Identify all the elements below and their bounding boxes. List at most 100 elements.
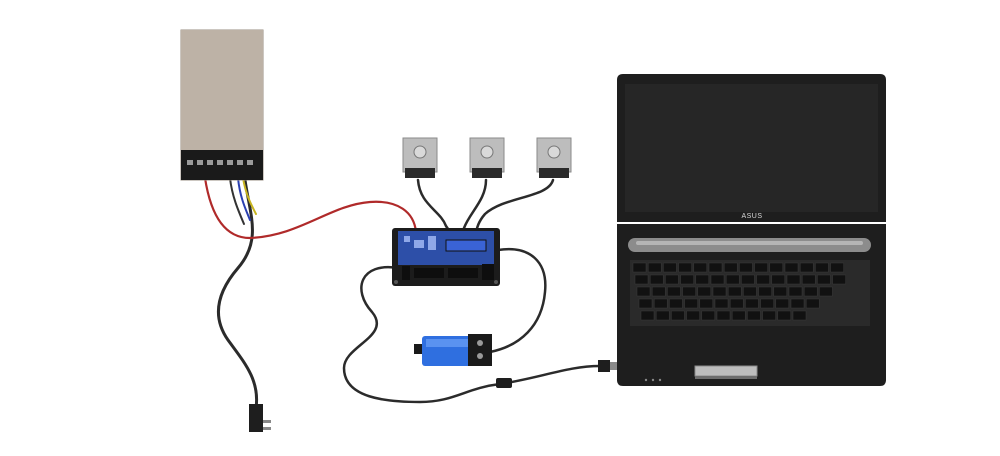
keyboard-key (655, 310, 670, 321)
keyboard-key (653, 298, 668, 309)
laptop: ASUS (617, 74, 886, 386)
terminal-screws (187, 160, 253, 165)
laptop-logo: ASUS (741, 213, 762, 220)
keyboard-key (803, 286, 818, 297)
keyboard-key (636, 286, 651, 297)
motor-shaft (547, 145, 561, 159)
keyboard-key (817, 274, 831, 285)
keyboard-key (760, 298, 774, 309)
keyboard-key (697, 286, 712, 297)
pendant-module (414, 334, 492, 366)
keyboard-key (723, 262, 738, 273)
keyboard-key (769, 262, 784, 273)
keyboard-key (741, 274, 755, 285)
keyboard-key (684, 298, 698, 309)
keyboard-key (777, 310, 792, 321)
keyboard-key (775, 298, 790, 309)
controller-pendant-cable (488, 247, 547, 354)
keyboard-key (651, 286, 666, 297)
keyboard-key (708, 262, 723, 273)
keyboard-key (678, 262, 692, 273)
touchpad (694, 365, 758, 377)
pendant-port (477, 353, 483, 359)
keyboard-key (771, 274, 786, 285)
keyboard-key (743, 286, 757, 297)
keyboard-key (712, 286, 727, 297)
motor-shaft (480, 145, 494, 159)
keyboard-keys (632, 262, 846, 321)
keyboard-key (701, 310, 716, 321)
keyboard-key (832, 274, 846, 285)
keyboard-key (716, 310, 731, 321)
keyboard-key (805, 298, 820, 309)
keyboard-key (801, 274, 816, 285)
keyboard-key (815, 262, 829, 273)
motor-shaft (413, 145, 427, 159)
keyboard-key (788, 286, 803, 297)
usb-plug (598, 360, 618, 372)
keyboard-key (686, 310, 700, 321)
keyboard-key (792, 310, 807, 321)
controller-chips (404, 236, 436, 250)
motor-cable-3 (474, 178, 555, 238)
keyboard-key (762, 310, 776, 321)
mount-hole (394, 280, 398, 284)
stepper-motor-3 (536, 137, 572, 178)
keyboard-key (710, 274, 725, 285)
keyboard-key (745, 298, 759, 309)
usb-cable (342, 265, 602, 404)
keyboard-key (799, 262, 814, 273)
keyboard-key (786, 274, 801, 285)
keyboard-key (667, 286, 681, 297)
keyboard-key (647, 262, 662, 273)
keyboard-key (699, 298, 714, 309)
ferrite-bead (496, 378, 512, 388)
keyboard-key (671, 310, 685, 321)
keyboard-key (727, 286, 742, 297)
pendant-port (477, 340, 483, 346)
keyboard-key (682, 286, 696, 297)
keyboard-key (729, 298, 744, 309)
motor-cable-1 (416, 178, 454, 238)
touchpad-button (695, 376, 757, 379)
keyboard-key (714, 298, 729, 309)
ac-plug-body (249, 404, 263, 432)
keyboard-key (693, 262, 708, 273)
keyboard-key (725, 274, 740, 285)
keyboard-key (756, 274, 770, 285)
usb-connector (414, 344, 422, 354)
keyboard-key (663, 262, 677, 273)
keyboard-key (747, 310, 761, 321)
keyboard-key (669, 298, 683, 309)
keyboard-key (665, 274, 679, 285)
keyboard-key (731, 310, 746, 321)
laptop-screen (625, 84, 878, 212)
status-light (644, 378, 648, 382)
ac-plug-pin (263, 427, 271, 430)
keyboard-key (649, 274, 664, 285)
keyboard-key (634, 274, 649, 285)
power-wire-red (203, 176, 418, 240)
pendant-end-cap (468, 334, 492, 366)
keyboard-key (819, 286, 833, 297)
laptop-hinge-highlight (636, 241, 863, 245)
keyboard-key (638, 298, 653, 309)
power-wire-dark (229, 177, 245, 225)
keyboard-key (739, 262, 753, 273)
power-supply-top-shade (181, 30, 263, 150)
ac-cable (217, 178, 259, 410)
keyboard-key (695, 274, 710, 285)
stepper-motor-1 (402, 137, 438, 178)
controller-connectors (402, 264, 494, 280)
pendant-highlight (426, 339, 468, 347)
status-light (651, 378, 655, 382)
keyboard-key (758, 286, 772, 297)
power-supply (180, 29, 264, 181)
power-wire-yellow (242, 177, 257, 215)
keyboard-key (640, 310, 655, 321)
keyboard-key (680, 274, 694, 285)
keyboard-key (790, 298, 805, 309)
motor-cable-2 (461, 178, 488, 238)
keyboard-key (773, 286, 788, 297)
